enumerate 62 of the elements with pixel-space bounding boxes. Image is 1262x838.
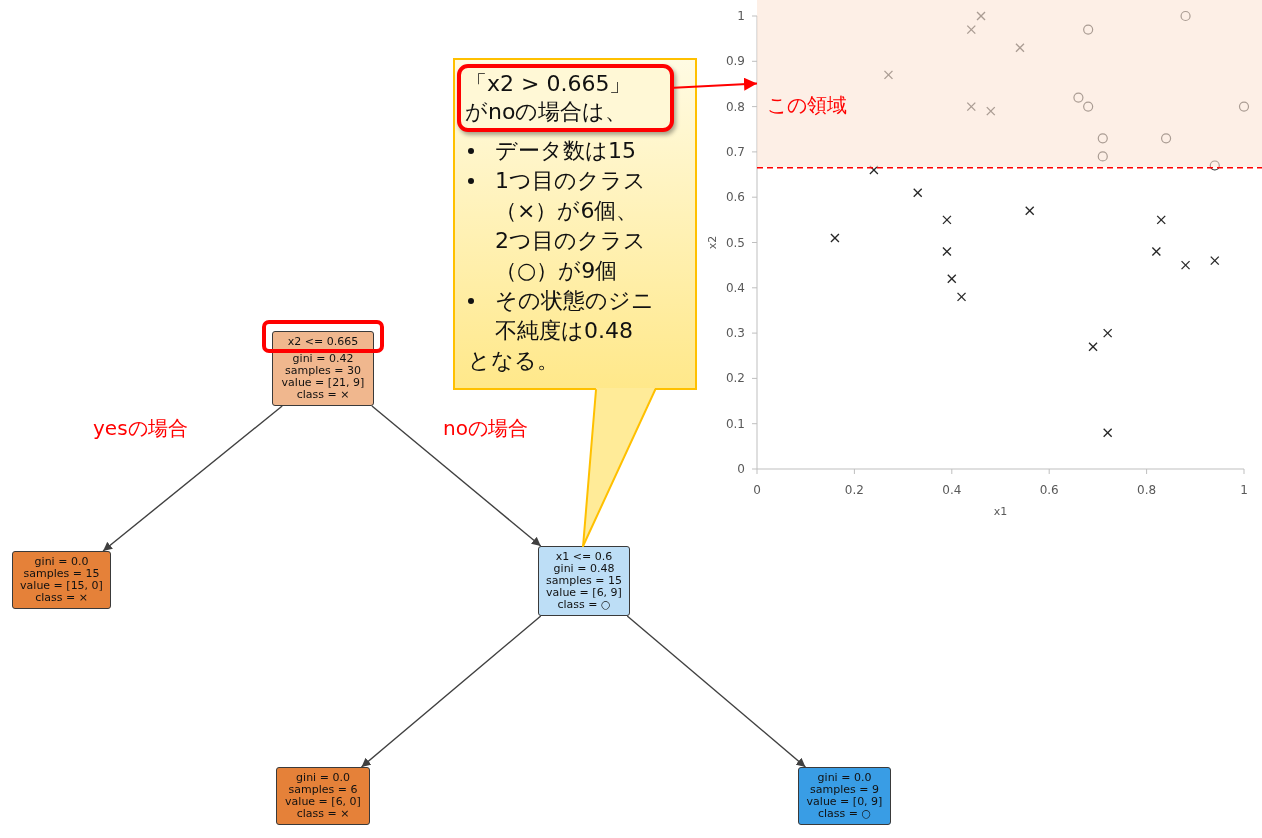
shaded-region	[757, 0, 1262, 167]
tick-label: 0.4	[942, 483, 962, 497]
tick-label: 0.3	[725, 326, 745, 341]
arrow	[626, 615, 807, 768]
callout-text: となる。	[468, 347, 560, 375]
node-text: value = [6, 9]	[545, 587, 623, 599]
condition-text: 「x2 > 0.665」がnoの場合は、	[465, 70, 633, 126]
decision-node	[538, 546, 630, 616]
arrow	[371, 405, 542, 547]
edge-label: noの場合	[443, 416, 528, 440]
edge-label: yesの場合	[93, 416, 188, 440]
leaf-node	[276, 767, 370, 825]
tick-label: 0.5	[725, 235, 745, 250]
node-text: gini = 0.42	[291, 353, 355, 365]
callout-text: データ数は15	[495, 137, 637, 165]
leaf-node	[798, 767, 891, 825]
node-text: value = [21, 9]	[280, 377, 366, 389]
callout-text: 1つ目のクラス（×）が6個、2つ目のクラス（○）が9個	[495, 167, 647, 285]
tick-label: 0	[753, 483, 761, 497]
node-text: samples = 30	[284, 365, 362, 377]
node-text: class = ○	[556, 599, 612, 611]
tick-label: 0.6	[1039, 483, 1059, 497]
tick-label: 0.6	[725, 190, 745, 205]
callout-text: その状態のジニ不純度は0.48	[495, 287, 655, 345]
node-text: gini = 0.0	[33, 556, 90, 568]
tick-label: 0.4	[725, 280, 745, 295]
node-text: class = ×	[34, 592, 89, 604]
tick-label: 0.8	[1137, 483, 1157, 497]
axis-title: x2	[706, 235, 719, 250]
node-text: gini = 0.0	[295, 772, 351, 784]
node-text: value = [0, 9]	[805, 796, 884, 808]
node-text: class = ○	[816, 808, 873, 820]
speech-bubble	[453, 58, 697, 390]
tick-label: 0.8	[725, 99, 745, 114]
decision-node	[272, 331, 374, 406]
node-text: samples = 15	[545, 575, 623, 587]
arrow	[102, 405, 283, 552]
tick-label: 0.7	[725, 144, 745, 159]
node-text: class = ×	[295, 389, 351, 401]
tick-label: 0.2	[844, 483, 864, 497]
tick-label: 0.9	[725, 54, 745, 69]
node-text: gini = 0.0	[816, 772, 873, 784]
node-text: x1 <= 0.6	[554, 551, 614, 563]
tick-label: 0.1	[725, 416, 745, 431]
tick-label: 1	[1240, 483, 1248, 497]
node-text: gini = 0.48	[552, 563, 616, 575]
tick-label: 1	[737, 9, 745, 23]
arrow	[360, 615, 542, 768]
region-label: この領域	[767, 93, 847, 117]
condition-box	[457, 64, 674, 132]
tick-label: 0	[737, 462, 745, 476]
node-text: class = ×	[295, 808, 351, 820]
leaf-node	[12, 551, 111, 609]
arrow	[673, 77, 758, 91]
node-text: samples = 6	[287, 784, 359, 796]
node-text: value = [6, 0]	[284, 796, 362, 808]
axis-title: x1	[993, 505, 1008, 518]
tick-label: 0.2	[725, 371, 745, 386]
node-text: value = [15, 0]	[19, 580, 104, 592]
node-text: samples = 15	[22, 568, 101, 580]
node-text: samples = 9	[809, 784, 880, 796]
node-text: x2 <= 0.665	[286, 336, 360, 348]
